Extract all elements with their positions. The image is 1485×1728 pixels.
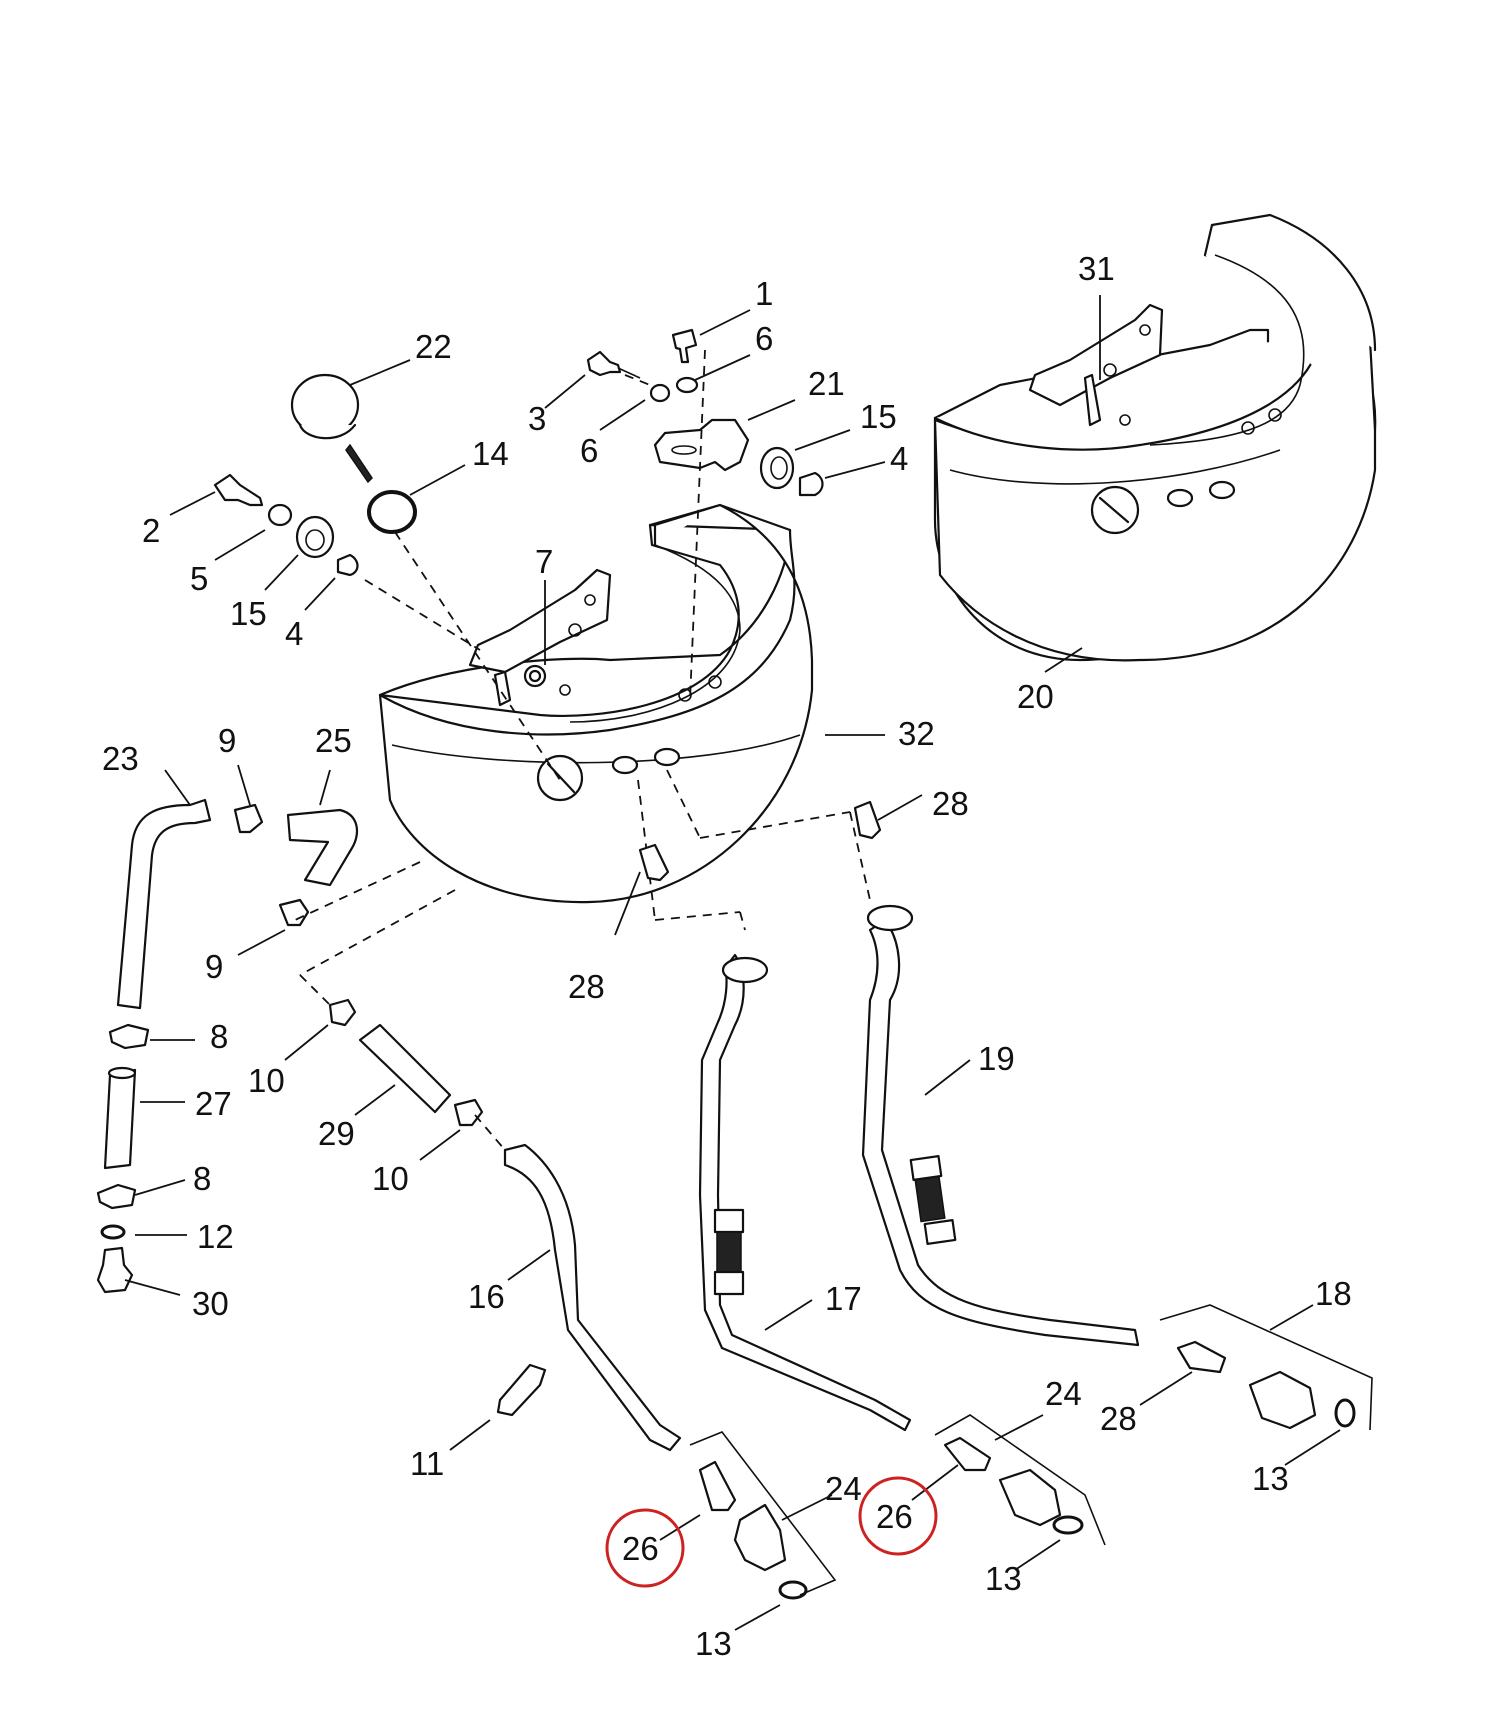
group-24-mid-bracket (934, 1414, 1106, 1546)
fitting-28-center (638, 843, 670, 882)
plug-30 (96, 1246, 134, 1294)
bolt-1 (671, 328, 698, 364)
spacer-4-right (798, 471, 824, 497)
o-ring-13-right (1334, 1398, 1356, 1428)
tube-27 (103, 1068, 137, 1170)
clamp-9-top (233, 803, 264, 834)
washer-5 (267, 503, 293, 527)
callout-24: 24 (825, 1470, 862, 1507)
group-18-bracket (1159, 1304, 1373, 1431)
spacer-4-left (336, 553, 359, 577)
callout-16: 16 (468, 1278, 505, 1315)
group-24-left-bracket (689, 1431, 837, 1596)
callout-6: 6 (755, 320, 773, 357)
callout-30: 30 (192, 1285, 229, 1322)
callout-26: 26 (622, 1530, 659, 1567)
grommet-15-right (759, 446, 795, 490)
washer-6-top (675, 376, 699, 394)
callout-3: 3 (528, 400, 546, 437)
callout-17: 17 (825, 1280, 862, 1317)
callout-7: 7 (535, 543, 553, 580)
callout-27: 27 (195, 1085, 232, 1122)
callout-28: 28 (932, 785, 969, 822)
washer-6-left (649, 383, 671, 403)
callout-1: 1 (755, 275, 773, 312)
tube-19 (861, 918, 1140, 1347)
bolt-3 (586, 350, 622, 377)
hose-29 (358, 1023, 452, 1114)
clamp-9-lower (278, 898, 310, 927)
callout-4: 4 (890, 440, 908, 477)
hose-23 (116, 798, 212, 1010)
callout-29: 29 (318, 1115, 355, 1152)
adapter-mid (998, 1468, 1062, 1527)
clamp-10-bottom (453, 1098, 484, 1127)
tube-17 (698, 953, 912, 1432)
callout-19: 19 (978, 1040, 1015, 1077)
callout-10: 10 (248, 1062, 285, 1099)
adapter-right (1248, 1370, 1317, 1430)
fitting-28-right (853, 800, 882, 840)
tank-32 (378, 503, 814, 904)
callout-5: 5 (190, 560, 208, 597)
callout-9: 9 (218, 722, 236, 759)
o-ring-14 (367, 490, 417, 534)
highlight-circle-26-left (605, 1508, 685, 1588)
clamp-10-top (328, 998, 357, 1027)
adapter-left (733, 1503, 787, 1572)
fitting-26-left (698, 1460, 737, 1512)
o-ring-12 (100, 1224, 126, 1240)
bolt-2 (213, 473, 264, 507)
callout-6: 6 (580, 432, 598, 469)
clip-11 (496, 1363, 547, 1417)
clamp-8-bottom (96, 1183, 137, 1210)
callout-2: 2 (142, 512, 160, 549)
callout-26: 26 (876, 1498, 913, 1535)
callout-28: 28 (1100, 1400, 1137, 1437)
callout-10: 10 (372, 1160, 409, 1197)
callout-12: 12 (197, 1218, 234, 1255)
callout-13: 13 (985, 1560, 1022, 1597)
callout-23: 23 (102, 740, 139, 777)
leader-lines (124, 295, 1341, 1631)
callout-13: 13 (695, 1625, 732, 1662)
callout-22: 22 (415, 328, 452, 365)
callout-21: 21 (808, 365, 845, 402)
callout-4: 4 (285, 615, 303, 652)
callout-15: 15 (230, 595, 267, 632)
callout-14: 14 (472, 435, 509, 472)
bracket-21 (653, 418, 750, 472)
fitting-26-mid (943, 1436, 992, 1472)
clamp-8-top (108, 1023, 150, 1050)
highlight-circle-26-right (858, 1476, 938, 1556)
grommet-15-left (295, 515, 335, 559)
callout-32: 32 (898, 715, 935, 752)
o-ring-13-left (778, 1580, 808, 1600)
callout-31: 31 (1078, 250, 1115, 287)
callout-9: 9 (205, 948, 223, 985)
filler-cap-22 (290, 373, 373, 484)
callout-15: 15 (860, 398, 897, 435)
tube-16 (503, 1143, 682, 1452)
callout-20: 20 (1017, 678, 1054, 715)
callout-28: 28 (568, 968, 605, 1005)
callout-18: 18 (1315, 1275, 1352, 1312)
tank-20 (933, 213, 1377, 662)
fitting-28-group (1176, 1340, 1227, 1374)
o-ring-13-mid (1052, 1515, 1084, 1535)
elbow-25 (286, 808, 359, 887)
callout-labels: 1 6 21 3 15 6 4 22 14 2 5 15 4 7 31 20 3… (102, 250, 1352, 1662)
callout-8: 8 (193, 1160, 211, 1197)
callout-13: 13 (1252, 1460, 1289, 1497)
callout-11: 11 (410, 1445, 444, 1482)
callout-24: 24 (1045, 1375, 1082, 1412)
callout-8: 8 (210, 1018, 228, 1055)
callout-25: 25 (315, 722, 352, 759)
